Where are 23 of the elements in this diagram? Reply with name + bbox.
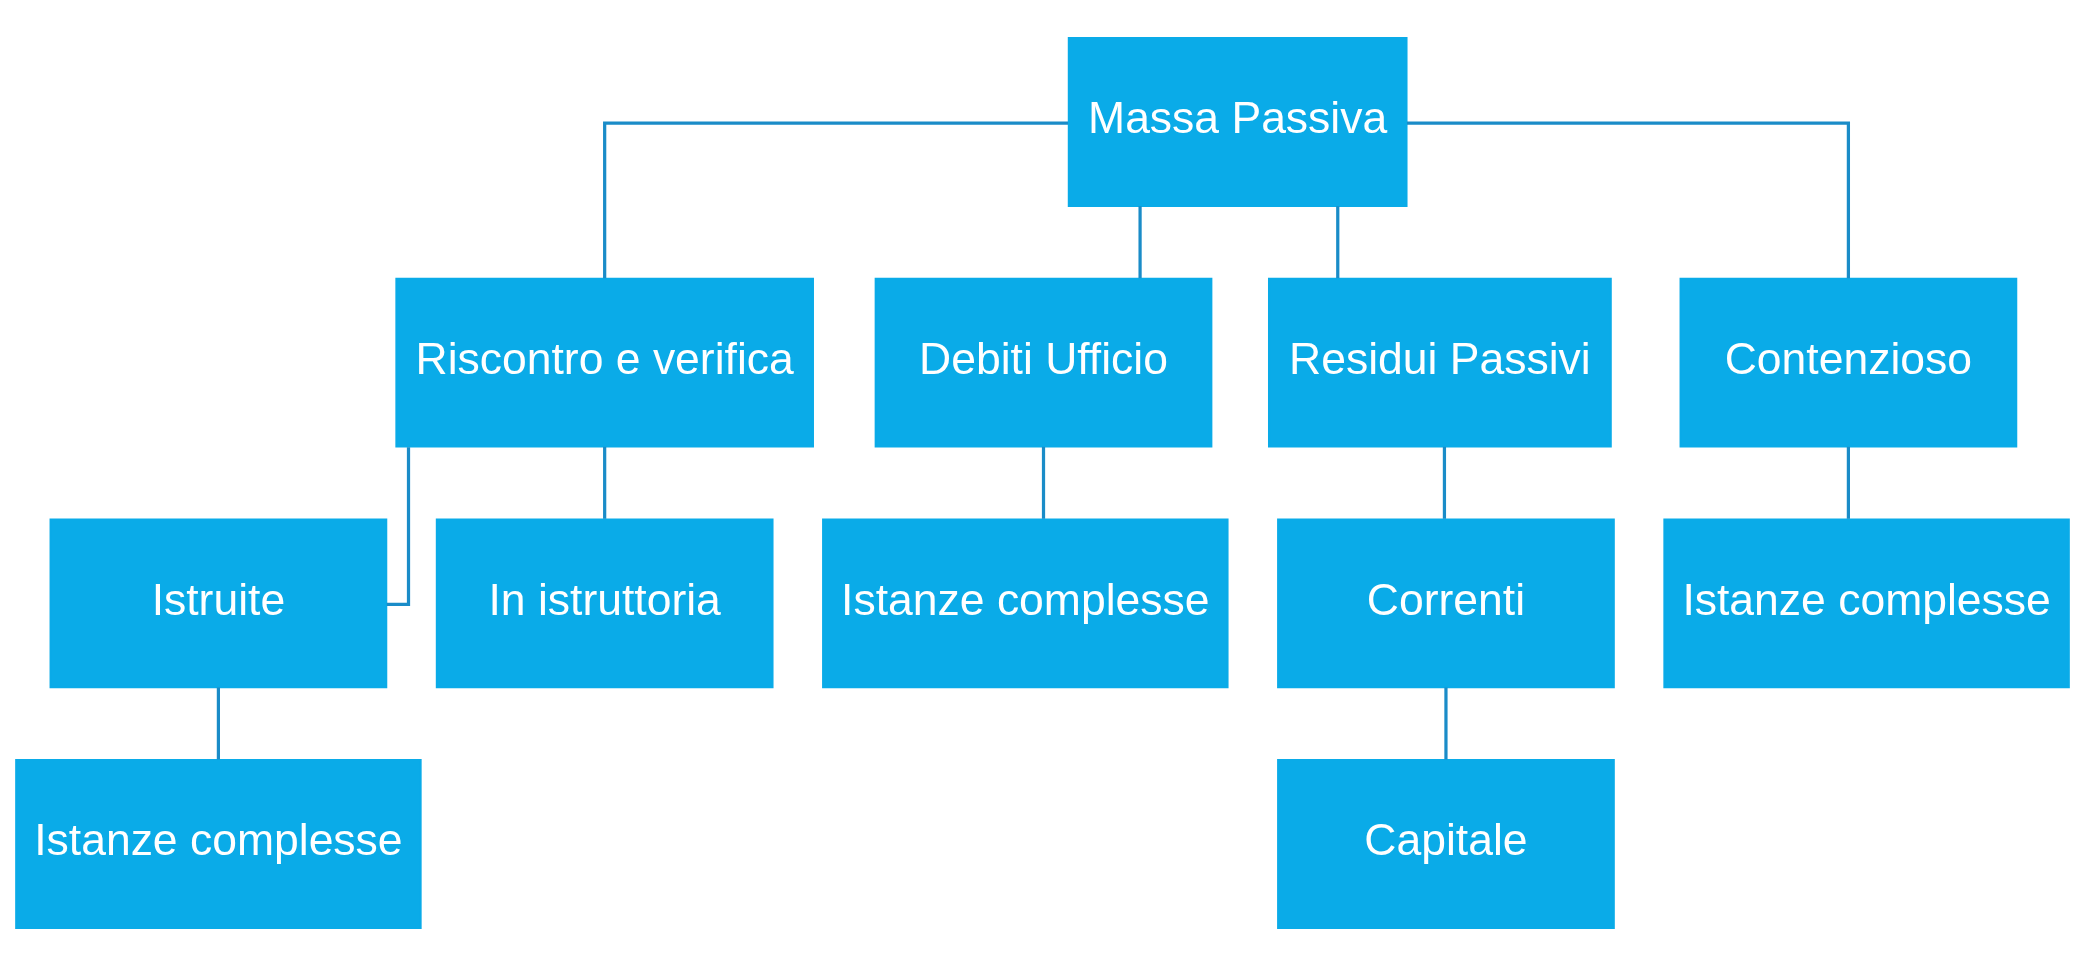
node-box: Istruite (49, 517, 388, 688)
connector (603, 446, 607, 519)
connector (603, 120, 1068, 278)
node-box: Riscontro e verifica (395, 277, 814, 448)
connector (1846, 446, 1850, 519)
node-box: Istanze complesse (15, 758, 422, 929)
connector (1041, 446, 1046, 519)
node-box: Massa Passiva (1067, 36, 1408, 207)
connector (1444, 687, 1448, 759)
node-box: In istruttoria (435, 517, 774, 688)
connector (1138, 205, 1142, 278)
node-box: Istanze complesse (822, 517, 1229, 688)
node-box: Istanze complesse (1663, 517, 2070, 688)
connector (216, 687, 220, 759)
node-box: Capitale (1277, 758, 1615, 929)
node-box: Residui Passivi (1268, 277, 1612, 448)
connector (1406, 120, 1850, 278)
connector (1336, 205, 1340, 278)
node-box: Correnti (1277, 517, 1615, 688)
node-box: Contenzioso (1679, 277, 2018, 448)
connector (386, 446, 411, 606)
node-box: Debiti Ufficio (874, 277, 1213, 448)
connector (1442, 446, 1447, 519)
